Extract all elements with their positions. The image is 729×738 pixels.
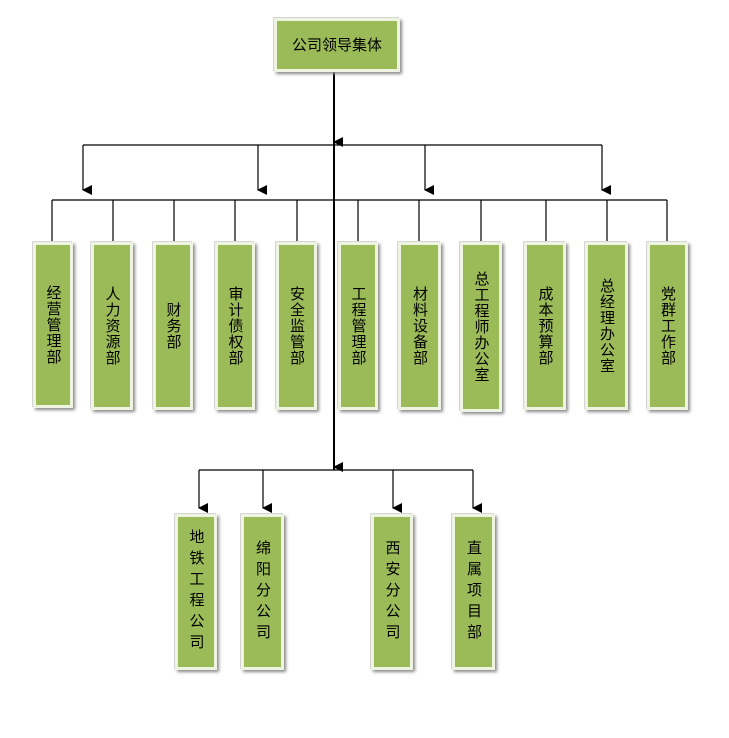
dept-node-chief-engineer-office: 总工程师办公室: [460, 242, 502, 412]
dept-node-party-affairs: 党群工作部: [647, 242, 688, 410]
root-node: 公司领导集体: [274, 18, 400, 72]
dept-label: 总经理办公室: [598, 278, 616, 374]
branch-label: 绵阳分公司: [254, 539, 272, 645]
branch-label: 直属项目部: [465, 539, 483, 645]
dept-node-general-manager-office: 总经理办公室: [585, 242, 628, 410]
dept-label: 成本预算部: [536, 286, 555, 366]
dept-label: 财务部: [164, 302, 183, 350]
dept-node-engineering: 工程管理部: [338, 242, 378, 410]
root-label: 公司领导集体: [291, 35, 382, 54]
branch-label: 西安分公司: [383, 539, 402, 645]
branch-node-direct-projects: 直属项目部: [452, 514, 495, 670]
dept-label: 安全监管部: [288, 286, 306, 366]
dept-node-cost-budget: 成本预算部: [524, 242, 566, 410]
dept-node-finance: 财务部: [153, 242, 193, 410]
dept-node-safety: 安全监管部: [276, 242, 317, 410]
dept-node-audit: 审计债权部: [215, 242, 255, 410]
dept-label: 党群工作部: [659, 286, 677, 366]
branch-node-xian: 西安分公司: [371, 514, 413, 670]
branch-node-metro-engineering: 地铁工程公司: [175, 514, 217, 670]
branch-node-mianyang: 绵阳分公司: [241, 514, 284, 670]
dept-label: 工程管理部: [349, 286, 368, 366]
dept-node-materials: 材料设备部: [398, 242, 441, 410]
dept-label: 总工程师办公室: [472, 271, 491, 383]
dept-label: 审计债权部: [226, 286, 245, 366]
branch-label: 地铁工程公司: [187, 529, 206, 655]
dept-label: 人力资源部: [103, 286, 122, 366]
dept-label: 材料设备部: [411, 286, 429, 366]
dept-label: 经营管理部: [44, 285, 63, 365]
dept-node-human-resources: 人力资源部: [91, 242, 133, 410]
dept-node-business-management: 经营管理部: [33, 242, 73, 408]
